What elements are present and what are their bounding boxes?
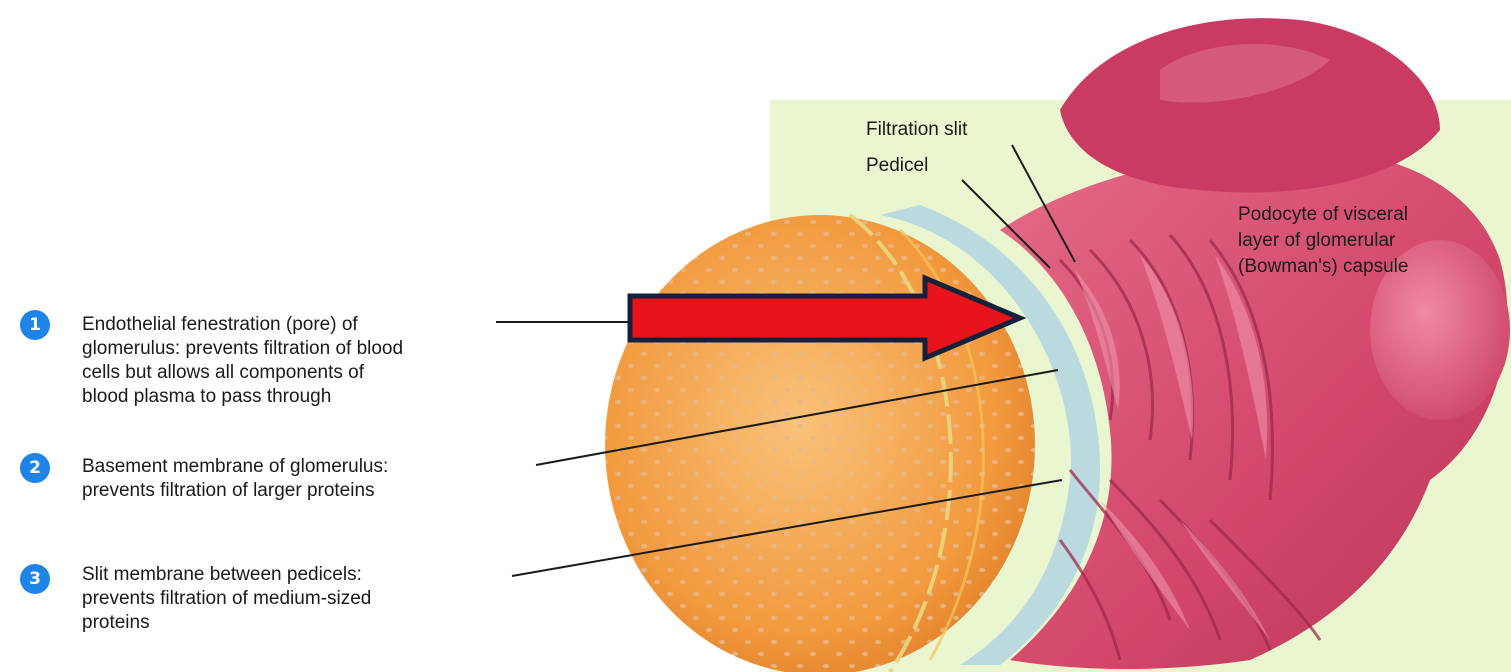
label-basement-membrane: Basement membrane of glomerulus: prevent… [82, 455, 552, 503]
label-pedicel: Pedicel [866, 154, 928, 178]
number-badge-3: 3 [20, 564, 50, 594]
capillary [605, 215, 1035, 672]
number-badge-1: 1 [20, 310, 50, 340]
label-podocyte: Podocyte of visceral layer of glomerular… [1238, 202, 1508, 280]
label-endothelial-fenestration: Endothelial fenestration (pore) of glome… [82, 313, 552, 409]
label-filtration-slit: Filtration slit [866, 118, 967, 142]
label-slit-membrane: Slit membrane between pedicels: prevents… [82, 563, 522, 635]
number-badge-2: 2 [20, 453, 50, 483]
